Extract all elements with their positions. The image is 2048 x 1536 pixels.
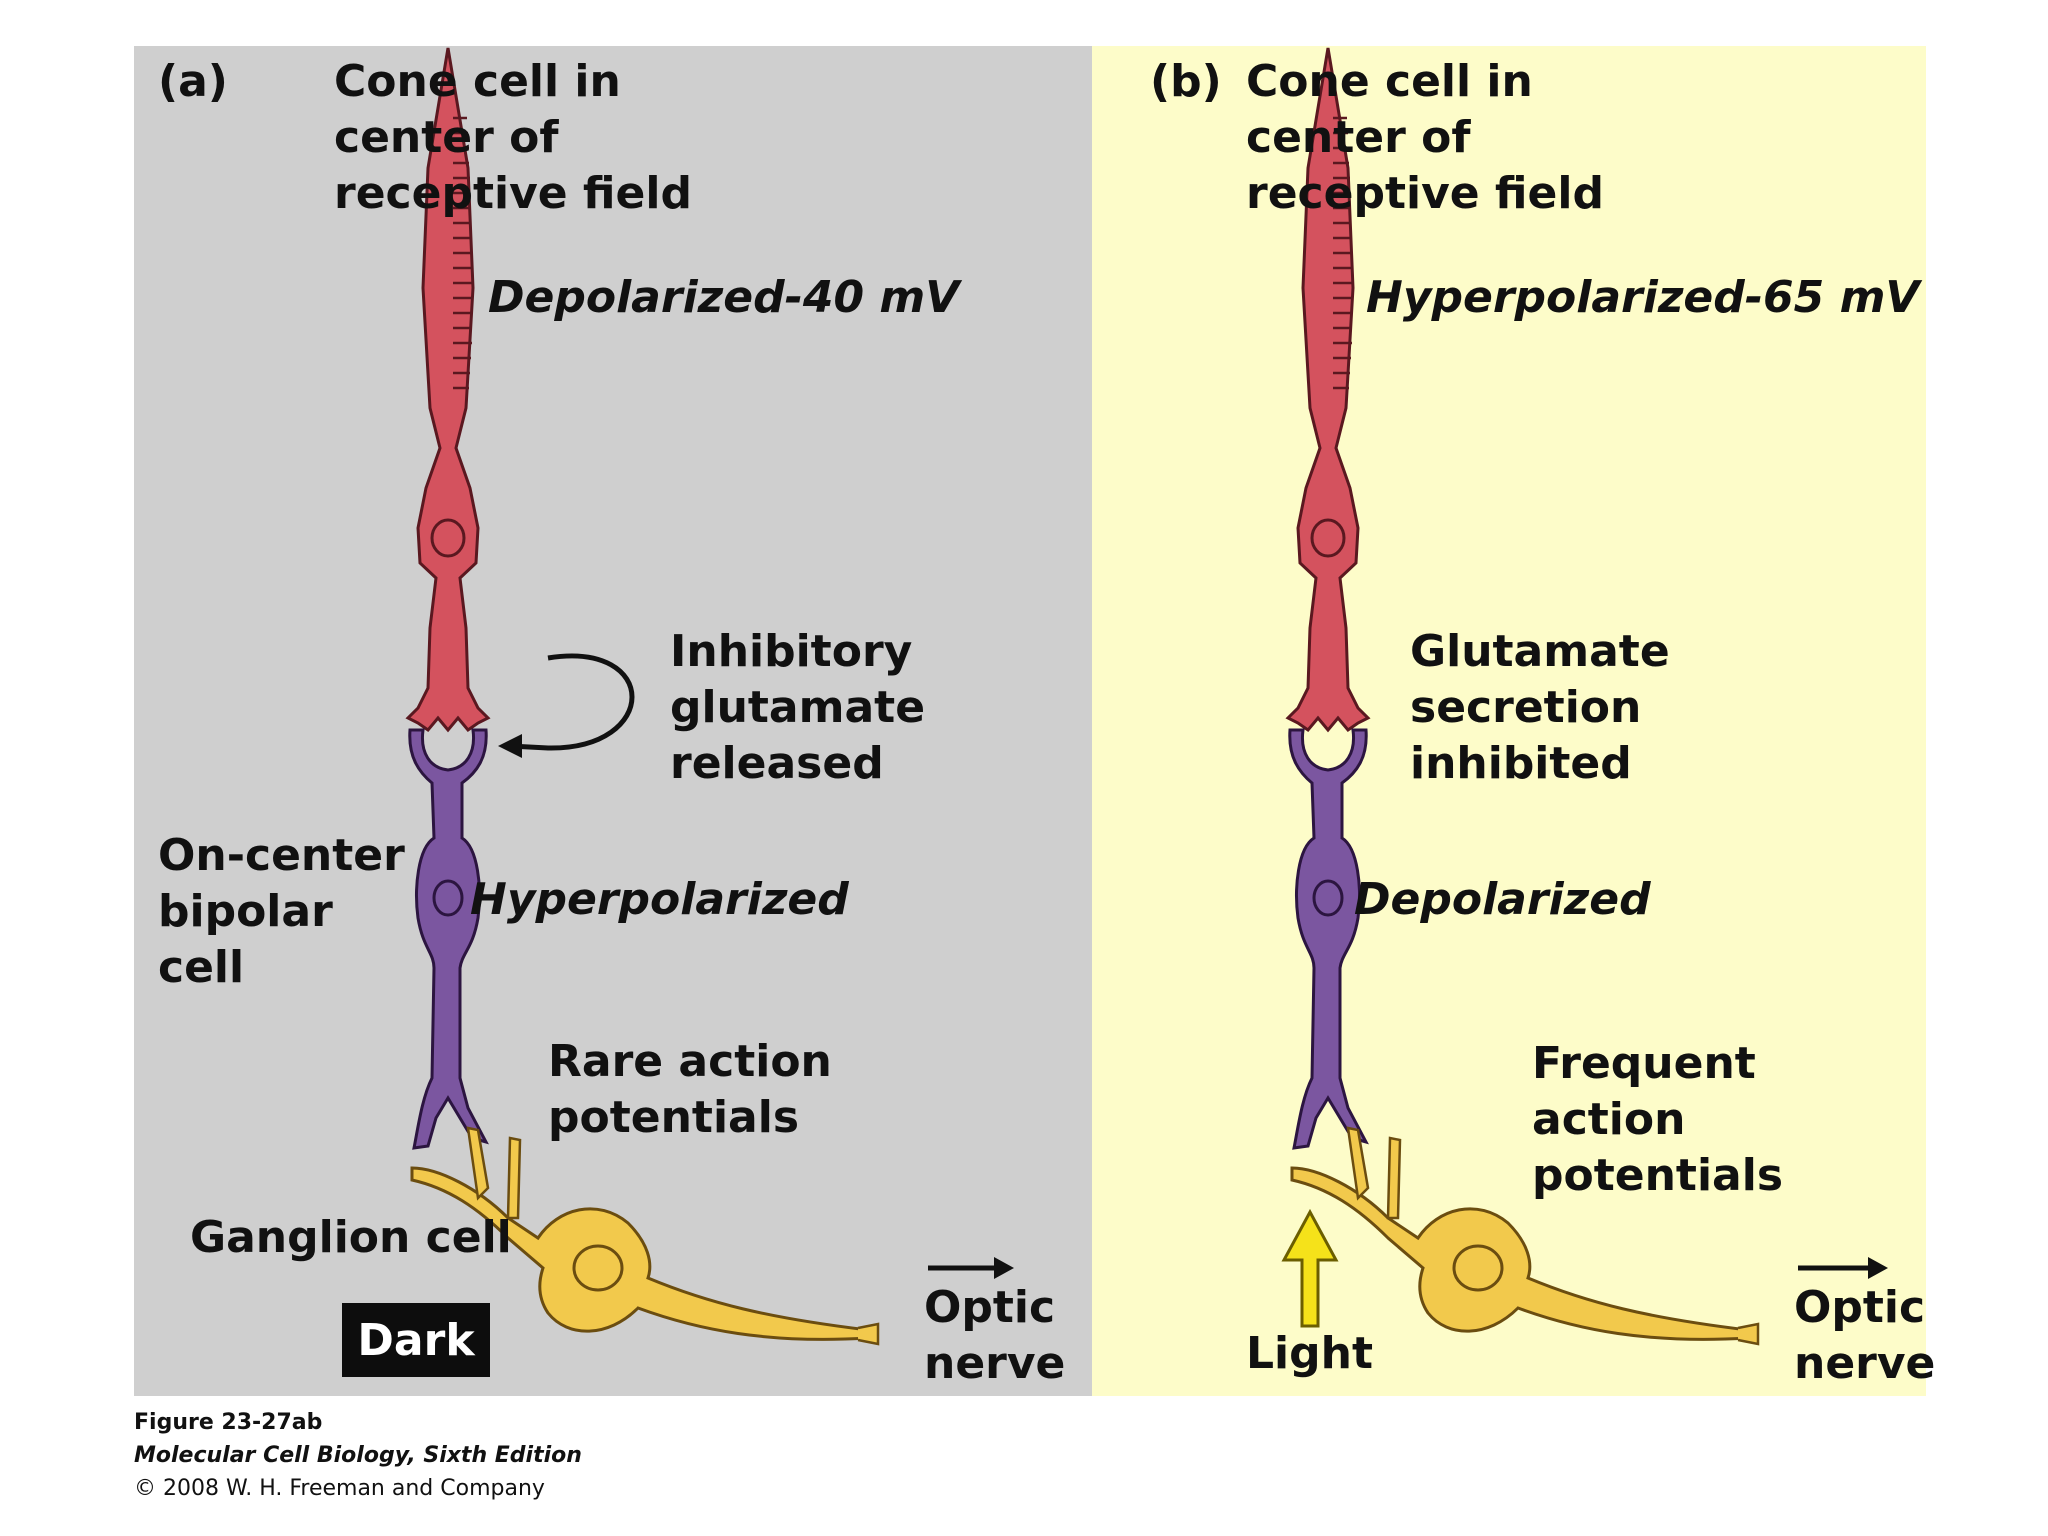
panel-a-release-label: Inhibitory glutamate released xyxy=(670,626,926,789)
panel-b-cone-state: Hyperpolarized-65 mV xyxy=(1366,272,1920,323)
panel-a-ganglion-label: Ganglion cell xyxy=(190,1212,512,1263)
book-title: Molecular Cell Biology, Sixth Edition xyxy=(134,1443,582,1468)
up-arrow-icon xyxy=(1281,1208,1339,1328)
panel-b-bipolar-state: Depolarized xyxy=(1354,874,1651,925)
panel-b-title: Cone cell in center of receptive field xyxy=(1246,56,1604,219)
figure-number: Figure 23-27ab xyxy=(134,1410,323,1435)
panel-a-title: Cone cell in center of receptive field xyxy=(334,56,692,219)
panel-b-optic-nerve: Optic nerve xyxy=(1794,1282,1936,1389)
panel-dark xyxy=(134,46,1092,1396)
panel-b-letter: (b) xyxy=(1150,56,1222,107)
figure-caption: Figure 23-27ab Molecular Cell Biology, S… xyxy=(134,1406,582,1505)
panel-a-optic-nerve: Optic nerve xyxy=(924,1282,1066,1389)
dark-condition-badge: Dark xyxy=(342,1303,490,1377)
panel-a-cone-state: Depolarized-40 mV xyxy=(488,272,960,323)
curved-arrow-icon xyxy=(509,653,635,751)
copyright: © 2008 W. H. Freeman and Company xyxy=(134,1476,545,1501)
light-condition-label: Light xyxy=(1246,1328,1373,1379)
right-arrow-icon xyxy=(1798,1257,1888,1279)
panel-a-bipolar-state: Hyperpolarized xyxy=(470,874,849,925)
panel-light xyxy=(1092,46,1926,1396)
panel-a-letter: (a) xyxy=(158,56,228,107)
panel-b-potentials: Frequent action potentials xyxy=(1532,1038,1784,1201)
panel-a-bipolar-label: On-center bipolar cell xyxy=(158,830,405,993)
right-arrow-icon xyxy=(928,1257,1014,1279)
panel-b-release-label: Glutamate secretion inhibited xyxy=(1410,626,1670,789)
panel-a-potentials: Rare action potentials xyxy=(548,1036,832,1143)
